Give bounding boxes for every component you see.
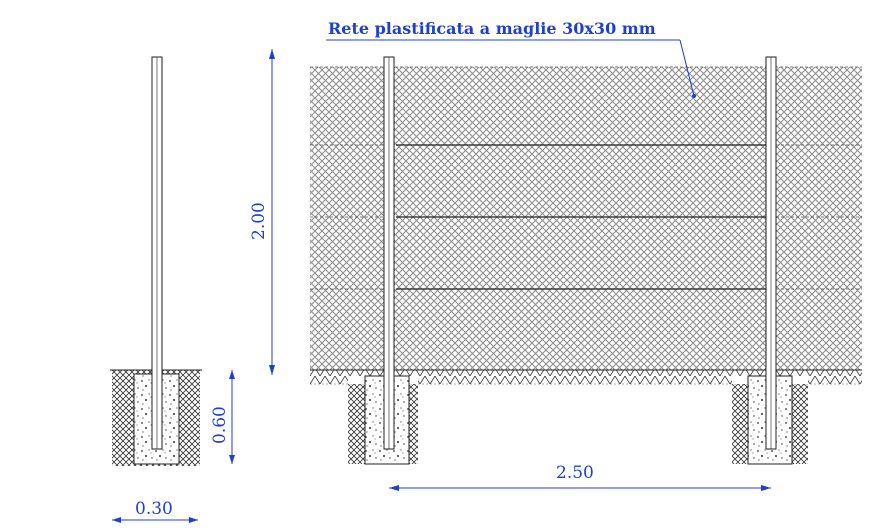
side-section xyxy=(110,56,202,466)
dim-footing-depth: 0.60 xyxy=(210,370,235,464)
dim-footing-width: 0.30 xyxy=(112,499,198,523)
front-ground-band xyxy=(310,370,862,384)
dim-height: 2.00 xyxy=(249,49,275,375)
front-elevation xyxy=(310,56,862,465)
mesh-annotation: Rete plastificata a maglie 30x30 mm xyxy=(326,19,696,98)
dim-post-spacing-label: 2.50 xyxy=(556,463,594,483)
mesh-note-label: Rete plastificata a maglie 30x30 mm xyxy=(328,19,656,38)
tension-wires xyxy=(310,144,862,290)
dim-footing-depth-label: 0.60 xyxy=(210,406,230,444)
dim-height-label: 2.00 xyxy=(249,202,269,240)
dim-post-spacing: 2.50 xyxy=(389,463,771,491)
dim-footing-width-label: 0.30 xyxy=(135,499,173,519)
